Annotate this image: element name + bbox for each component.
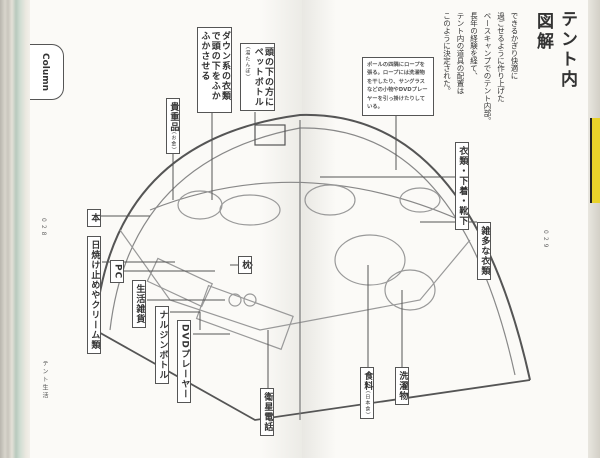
label-clothes: 衣類・下着・靴下 bbox=[455, 142, 470, 230]
intro-line: ベースキャンプでのテント内部。 bbox=[483, 12, 492, 125]
intro-line: このように決定された。 bbox=[442, 12, 452, 95]
label-pillow: 枕 bbox=[238, 256, 253, 274]
label-laundry: 洗濯物 bbox=[395, 367, 410, 405]
label-misc-clothes: 雑多な衣類 bbox=[477, 222, 492, 280]
intro-line: テント内の道具の配置は bbox=[456, 12, 465, 95]
label-pc: PC bbox=[110, 260, 125, 284]
title-line1: テント内 bbox=[557, 10, 577, 90]
column-tab: Column bbox=[30, 44, 64, 100]
page-stack-edge bbox=[0, 0, 30, 458]
label-down-clothing: ダウン系の衣類で頭の下をふかふかさせる bbox=[197, 27, 233, 113]
label-pet-bottle: 頭の下の方にペットボトル(湯たんぽ) bbox=[240, 43, 276, 111]
label-pet-bottle-sub: (湯たんぽ) bbox=[244, 47, 251, 77]
right-page-edge bbox=[588, 0, 600, 458]
label-valuables-text: 貴重品 bbox=[168, 102, 179, 132]
label-dvd-player: DVDプレーヤー bbox=[177, 320, 192, 403]
right-page bbox=[302, 0, 588, 458]
label-food: 食料(日本食) bbox=[360, 367, 375, 419]
label-food-sub: (日本食) bbox=[364, 391, 371, 415]
page-number-left: 028 bbox=[40, 218, 47, 239]
label-book: 本 bbox=[87, 209, 102, 227]
gear-sketch bbox=[146, 184, 441, 351]
column-tab-label: Column bbox=[40, 53, 50, 92]
label-sunscreen: 日焼け止めやクリーム類 bbox=[87, 236, 102, 354]
label-valuables-sub: (お金) bbox=[170, 132, 177, 150]
label-nalgene: ナルジンボトル bbox=[155, 306, 170, 384]
label-pet-bottle-text: 頭の下の方にペットボトル bbox=[252, 47, 274, 107]
page-number-right: 029 bbox=[542, 230, 549, 251]
label-valuables: 貴重品(お金) bbox=[166, 98, 181, 154]
label-daily-goods: 生活雑貨 bbox=[132, 280, 147, 328]
intro-text: できるかぎり快適に 過ごせるように作り上げた ベースキャンプでのテント内部。 長… bbox=[440, 12, 521, 125]
intro-line: 過ごせるように作り上げた bbox=[496, 12, 506, 102]
intro-line: できるかぎり快適に bbox=[510, 12, 519, 80]
intro-line: 長年の経験を経て、 bbox=[469, 12, 479, 80]
hanging-dvd-player bbox=[254, 124, 286, 146]
label-satellite-phone: 衛星電話 bbox=[260, 388, 275, 436]
yellow-page-tab bbox=[590, 118, 600, 203]
tent-floor-edge bbox=[94, 329, 531, 421]
running-footer: テント生活 bbox=[41, 360, 48, 400]
label-food-text: 食料 bbox=[362, 371, 373, 391]
rope bbox=[149, 181, 461, 221]
rope-note: ポールの四隅にロープを張る。ロープには洗濯物を干したり、サングラスなどの小物やD… bbox=[362, 57, 434, 116]
title-line2: 図解 bbox=[533, 12, 553, 52]
floor-line bbox=[119, 229, 471, 331]
